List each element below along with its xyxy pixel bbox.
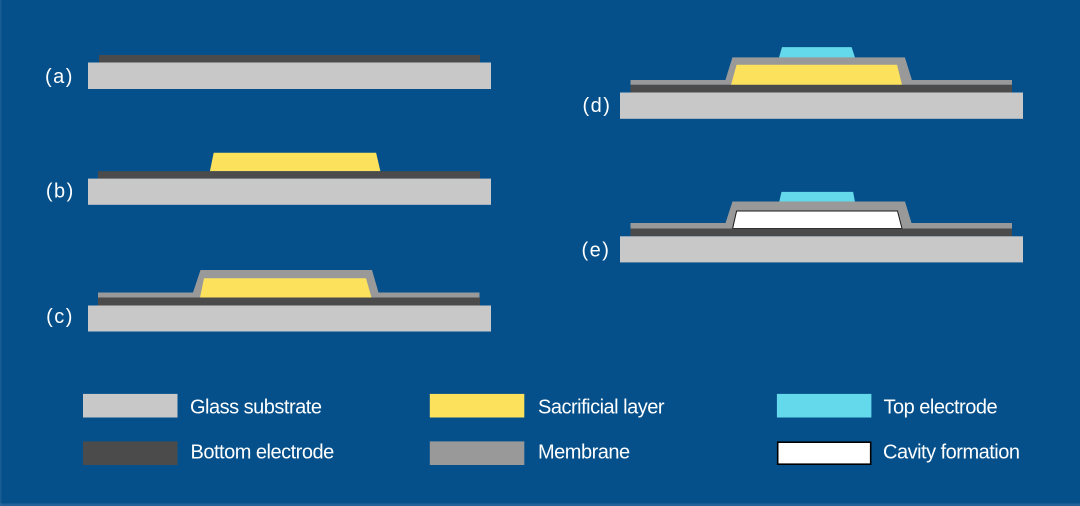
svg-text:(d): (d) — [583, 95, 612, 117]
svg-text:Sacrificial layer: Sacrificial layer — [538, 397, 665, 419]
svg-text:(a): (a) — [45, 66, 74, 88]
svg-text:Bottom electrode: Bottom electrode — [191, 441, 335, 463]
svg-text:Cavity formation: Cavity formation — [883, 441, 1020, 463]
svg-text:Glass substrate: Glass substrate — [190, 397, 322, 419]
svg-text:(b): (b) — [46, 181, 75, 203]
svg-text:Membrane: Membrane — [538, 441, 630, 463]
svg-text:(c): (c) — [46, 306, 74, 328]
svg-text:Top electrode: Top electrode — [884, 397, 998, 419]
svg-text:(e): (e) — [582, 239, 611, 261]
